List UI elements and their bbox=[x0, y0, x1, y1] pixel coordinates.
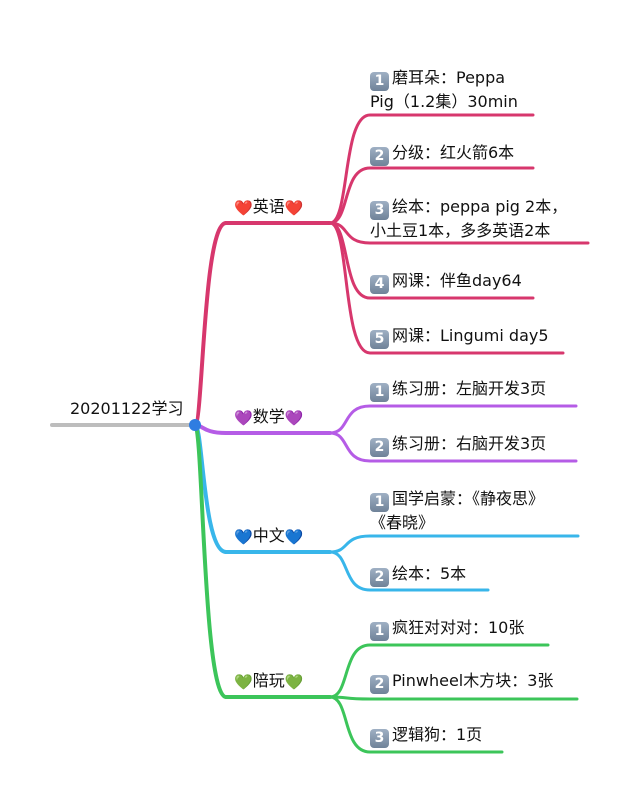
root-topic-label: 20201122学习 bbox=[70, 399, 184, 418]
number-badge-icon: 2 bbox=[370, 568, 389, 587]
root-node-dot bbox=[189, 419, 201, 431]
number-badge-icon: 3 bbox=[370, 729, 389, 748]
number-badge-icon: 2 bbox=[370, 438, 389, 457]
blue-heart-icon: 💙 bbox=[284, 528, 304, 546]
leaf-connector-english-1 bbox=[328, 113, 535, 225]
red-heart-icon: ❤️ bbox=[234, 199, 253, 217]
leaf-text-line: 疯狂对对对：10张 bbox=[392, 618, 525, 637]
number-badge-icon: 1 bbox=[370, 72, 389, 91]
green-heart-icon: 💚 bbox=[234, 673, 253, 691]
leaf-text-line: 绘本：5本 bbox=[392, 564, 467, 583]
branch-english-label: 英语 bbox=[252, 197, 285, 216]
number-badge-icon: 5 bbox=[370, 330, 389, 349]
number-badge-icon: 1 bbox=[370, 383, 389, 402]
number-badge-icon: 1 bbox=[370, 493, 389, 512]
leaf-connector-english-2 bbox=[328, 166, 535, 225]
leaf-connector-math-1 bbox=[328, 404, 578, 435]
branch-math-label: 数学 bbox=[252, 407, 285, 426]
leaf-connector-play-1 bbox=[328, 643, 550, 699]
number-badge-icon: 4 bbox=[370, 275, 389, 294]
branch-english[interactable]: ❤️英语❤️ bbox=[234, 196, 303, 219]
branch-connector-play bbox=[193, 423, 228, 699]
leaf-text-line: 《春晓》 bbox=[370, 513, 435, 532]
root-topic[interactable]: 20201122学习 bbox=[70, 398, 183, 419]
leaf-text-line: 练习册：右脑开发3页 bbox=[392, 434, 547, 453]
leaf-text-line: 分级：红火箭6本 bbox=[392, 143, 515, 162]
leaf-connector-math-2 bbox=[328, 431, 578, 463]
leaf-text-line: 国学启蒙：《静夜思》 bbox=[392, 489, 545, 508]
leaf-text-line: Pinwheel木方块：3张 bbox=[392, 671, 554, 690]
leaf-text-line: Pig（1.2集）30min bbox=[370, 92, 518, 111]
leaf-connector-play-2 bbox=[328, 695, 579, 701]
leaf-connector-chinese-1 bbox=[328, 534, 580, 554]
branch-connector-english bbox=[193, 221, 228, 427]
leaf-connector-play-3 bbox=[328, 695, 504, 754]
branch-chinese-label: 中文 bbox=[252, 526, 285, 545]
number-badge-icon: 3 bbox=[370, 201, 389, 220]
branch-chinese[interactable]: 💙中文💙 bbox=[234, 525, 303, 548]
leaf-text-line: 绘本：peppa pig 2本， bbox=[392, 197, 568, 216]
leaf-text-line: 磨耳朵：Peppa bbox=[392, 68, 506, 87]
leaf-text-line: 小土豆1本，多多英语2本 bbox=[370, 221, 551, 240]
number-badge-icon: 2 bbox=[370, 147, 389, 166]
branch-play[interactable]: 💚陪玩💚 bbox=[234, 670, 303, 693]
red-heart-icon: ❤️ bbox=[284, 199, 304, 217]
leaf-connector-english-5 bbox=[328, 221, 565, 355]
leaf-text-line: 网课：Lingumi day5 bbox=[392, 326, 549, 345]
leaf-text-line: 逻辑狗：1页 bbox=[392, 725, 483, 744]
number-badge-icon: 1 bbox=[370, 622, 389, 641]
blue-heart-icon: 💙 bbox=[234, 528, 253, 546]
green-heart-icon: 💚 bbox=[284, 673, 304, 691]
purple-heart-icon: 💜 bbox=[234, 409, 253, 427]
leaf-text-line: 网课：伴鱼day64 bbox=[392, 271, 522, 290]
leaf-text-line: 练习册：左脑开发3页 bbox=[392, 379, 547, 398]
number-badge-icon: 2 bbox=[370, 675, 389, 694]
branch-math[interactable]: 💜数学💜 bbox=[234, 406, 303, 429]
branch-play-label: 陪玩 bbox=[252, 671, 285, 690]
purple-heart-icon: 💜 bbox=[284, 409, 304, 427]
leaf-connector-chinese-2 bbox=[328, 550, 490, 592]
